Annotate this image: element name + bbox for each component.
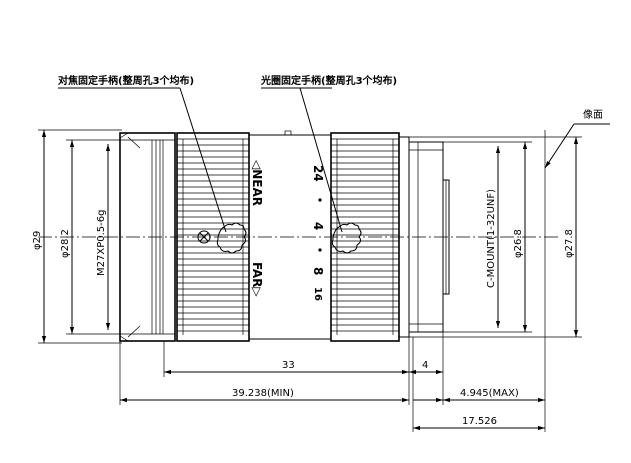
phi29-label: φ29 <box>32 231 43 250</box>
focus-knurl-pattern <box>177 138 249 335</box>
iris-lock-handle-icon <box>331 222 362 254</box>
bottom-dimensions <box>119 332 545 432</box>
phi27-8-label: φ27.8 <box>564 229 575 258</box>
left-dimensions <box>38 129 122 344</box>
c-mount-label: C-MOUNT(1-32UNF) <box>486 189 497 288</box>
length-39-label: 39.238(MIN) <box>232 388 294 399</box>
aperture-dot <box>318 248 322 252</box>
aperture-16: 16 <box>312 287 323 301</box>
image-plane-label: 像面 <box>583 109 603 121</box>
focus-lock-leader <box>179 87 227 233</box>
length-4-label: 4 <box>422 360 428 371</box>
iris-lock-leader <box>299 87 343 233</box>
thread-label: M27XP0.5-6g <box>96 210 107 276</box>
focus-lock-screw-icon <box>197 230 211 244</box>
length-17-label: 17.526 <box>462 416 497 427</box>
aperture-8: 8 <box>311 267 325 275</box>
aperture-24: 24 <box>311 165 325 182</box>
aperture-4: 4 <box>311 222 325 230</box>
far-label: FAR▷ <box>250 262 264 297</box>
image-plane-leader <box>544 123 575 169</box>
length-4945-label: 4.945(MAX) <box>460 388 519 399</box>
lens-body <box>119 130 450 342</box>
length-33-label: 33 <box>282 360 295 371</box>
aperture-dot <box>318 198 322 202</box>
iris-lock-annotation: 光圈固定手柄(整周孔3个均布) <box>260 74 397 87</box>
focus-lock-handle-icon <box>216 222 247 254</box>
phi26-8-label: φ26.8 <box>513 229 524 258</box>
right-dimensions <box>409 130 582 432</box>
near-label: ◁NEAR <box>250 159 264 206</box>
focus-lock-annotation: 对焦固定手柄(整周孔3个均布) <box>58 74 194 87</box>
phi28-2-label: φ28.2 <box>60 229 71 258</box>
